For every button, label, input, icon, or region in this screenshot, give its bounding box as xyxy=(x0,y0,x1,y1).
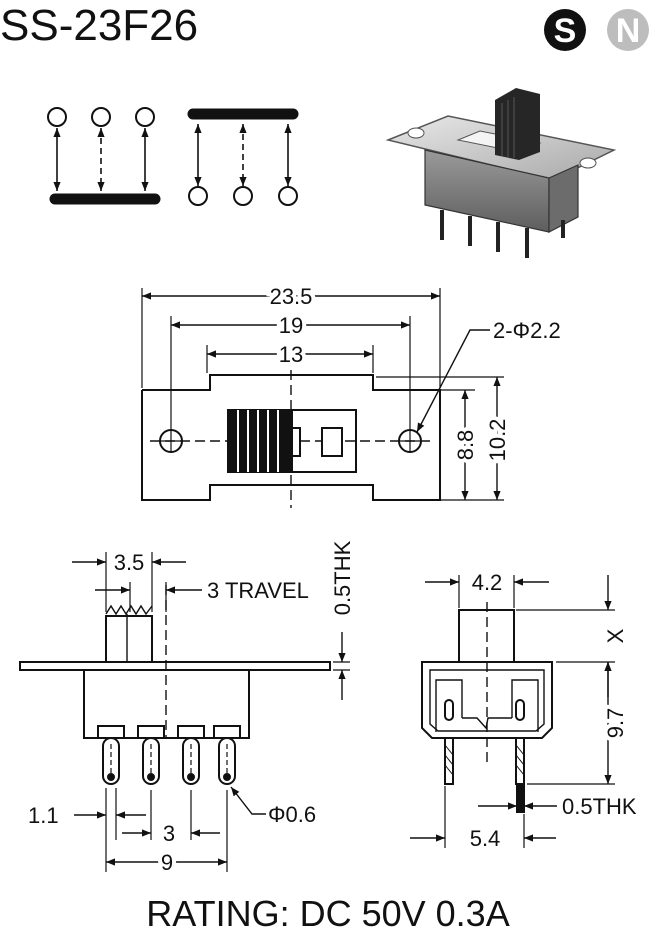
dim-end-actuator-width: 4.2 xyxy=(472,570,503,595)
circuit-position-2-diagram xyxy=(187,108,299,206)
dim-pin-pitch: 3 xyxy=(163,821,175,846)
dim-pin-span: 9 xyxy=(161,850,173,875)
dim-pin-width: 1.1 xyxy=(28,803,59,828)
hole-callout: 2-Φ2.2 xyxy=(493,318,561,343)
svg-text:S: S xyxy=(554,12,577,50)
end-view-drawing xyxy=(410,575,615,848)
dim-pin-row-spacing: 5.4 xyxy=(470,826,501,851)
dim-slot-length: 13 xyxy=(279,342,303,367)
dim-overall-length: 23.5 xyxy=(270,284,313,309)
dim-overall-height: 10.2 xyxy=(485,419,510,462)
svg-text:N: N xyxy=(616,12,641,50)
part-number-title: SS-23F26 xyxy=(0,1,198,50)
top-view-drawing xyxy=(141,288,504,508)
pin-thickness-label: 0.5THK xyxy=(562,794,637,819)
plate-thickness-label: 0.5THK xyxy=(330,540,355,615)
circuit-position-1-diagram xyxy=(47,107,161,205)
pin-diameter-label: Φ0.6 xyxy=(268,802,316,827)
dim-actuator-height-x: X xyxy=(603,628,628,643)
dim-hole-spacing: 19 xyxy=(279,313,303,338)
dim-actuator-width: 3.5 xyxy=(114,550,145,575)
dim-plate-height: 8.8 xyxy=(453,430,478,461)
travel-label: 3 TRAVEL xyxy=(207,578,309,603)
switch-product-illustration xyxy=(385,88,617,258)
n-logo-icon: N xyxy=(607,9,649,51)
rating-label: RATING: DC 50V 0.3A xyxy=(146,893,509,934)
side-view-drawing xyxy=(19,552,350,872)
s-logo-icon: S xyxy=(544,9,586,51)
dim-body-height: 9.7 xyxy=(603,708,628,739)
